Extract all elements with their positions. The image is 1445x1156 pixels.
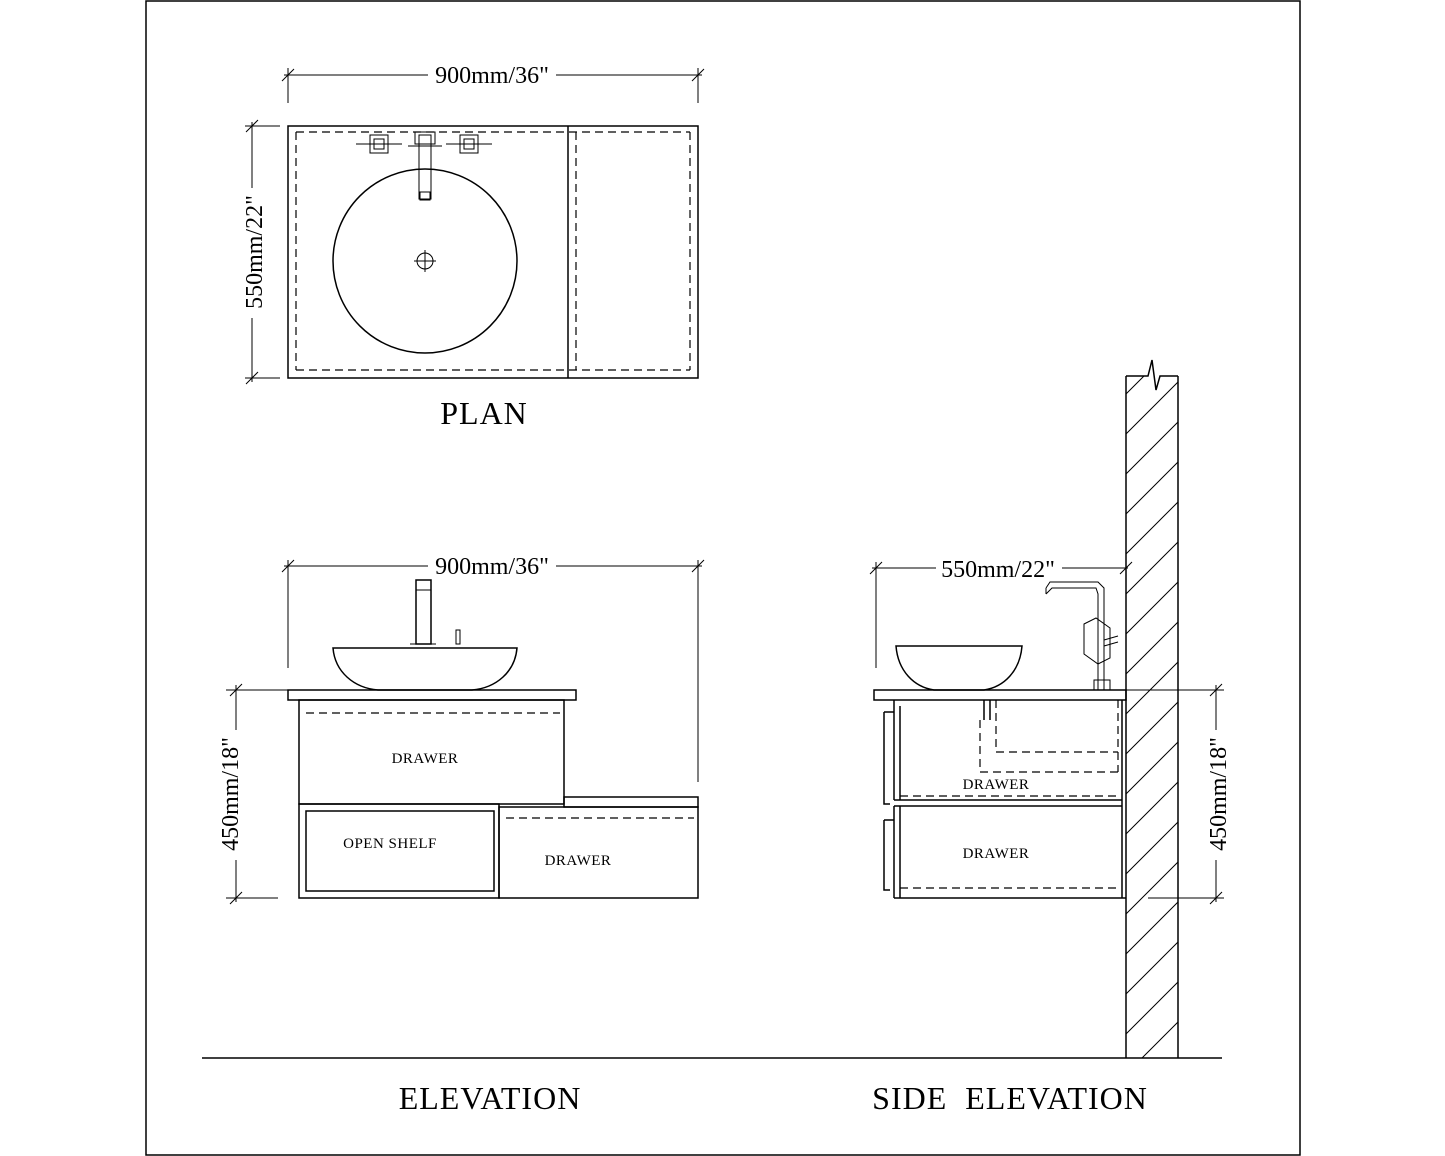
side-depth-dim: 550mm/22" (941, 557, 1055, 583)
elevation-faucet (410, 579, 461, 645)
front-elevation-view: 900mm/36" 450mm/18" DRAWER OPEN SHELF (218, 552, 705, 1116)
side-elevation-title: SIDE ELEVATION (872, 1080, 1148, 1116)
plan-title: PLAN (440, 395, 528, 431)
elevation-side-shelf-top (563, 796, 699, 808)
plan-depth-dim: 550mm/22" (242, 195, 268, 309)
plan-vessel-basin (332, 168, 518, 354)
elevation-vessel-basin (332, 647, 518, 691)
side-bottom-drawer: DRAWER (883, 700, 1126, 899)
side-vessel-basin (895, 645, 1023, 691)
side-bottom-drawer-label: DRAWER (963, 846, 1030, 862)
elevation-open-shelf (305, 810, 495, 892)
elevation-open-shelf-label: OPEN SHELF (343, 836, 437, 852)
elevation-height-dim: 450mm/18" (218, 737, 244, 851)
plan-view: 900mm/36" 550mm/22" (240, 60, 705, 431)
plan-handle-right (446, 134, 492, 154)
side-top-drawer-label: DRAWER (963, 777, 1030, 793)
plan-faucet (408, 131, 442, 201)
plan-width-dim: 900mm/36" (435, 63, 549, 89)
side-countertop (873, 689, 1127, 701)
elevation-bottom-drawer (498, 806, 699, 899)
side-elevation-wall (1125, 359, 1179, 1058)
elevation-bottom-drawer-label: DRAWER (545, 853, 612, 869)
elevation-top-drawer-label: DRAWER (392, 751, 459, 767)
elevation-countertop (287, 689, 577, 701)
elevation-title: ELEVATION (399, 1080, 582, 1116)
plan-handle-left (356, 134, 402, 154)
sheet-border (145, 0, 1301, 1156)
side-elevation-view: 550mm/22" 450mm/18" (869, 359, 1232, 1116)
side-top-drawer: DRAWER (883, 700, 1122, 805)
side-faucet (1045, 581, 1119, 691)
plan-countertop (287, 125, 699, 379)
elevation-width-dim: 900mm/36" (435, 554, 549, 580)
side-height-dim: 450mm/18" (1206, 737, 1232, 851)
